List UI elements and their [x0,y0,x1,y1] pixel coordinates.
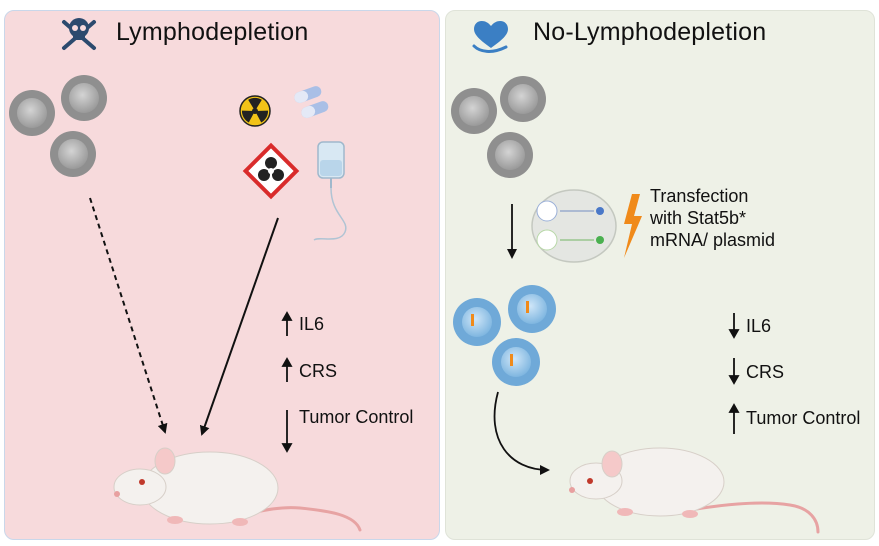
left-effect-arrows [281,311,293,453]
gray-cells-left [9,75,107,177]
left-effect-tumor-control: Tumor Control [299,407,414,427]
skull-crossbones-icon [62,18,96,50]
transfection-line-2: with Stat5b* [650,208,747,228]
gray-cells-right [451,76,546,178]
right-effect-tumor-control: Tumor Control [746,408,861,428]
left-effect-crs: CRS [299,361,338,381]
right-effect-arrows [728,313,740,434]
heart-hand-icon [472,20,508,53]
solid-arrow [199,217,279,436]
right-panel-title: No-Lymphodepletion [533,18,767,46]
lightning-icon [624,194,642,258]
curved-arrow [493,391,550,475]
pills-icon [294,86,329,118]
left-effect-il6: IL6 [299,314,325,334]
radiation-icon [239,95,271,127]
left-panel-title: Lymphodepletion [116,18,309,46]
right-effect-crs: CRS [746,362,785,382]
blue-cells [453,285,556,386]
transfection-line-3: mRNA/ plasmid [650,230,776,250]
mouse-icon [569,447,820,534]
iv-bag-icon [313,141,347,241]
mouse-icon [113,447,362,532]
dashed-arrow [89,197,168,434]
cell-transfection-icon [531,189,617,263]
biohazard-icon [242,142,300,200]
transfection-line-1: Transfection [650,186,749,206]
right-effect-il6: IL6 [746,316,772,336]
